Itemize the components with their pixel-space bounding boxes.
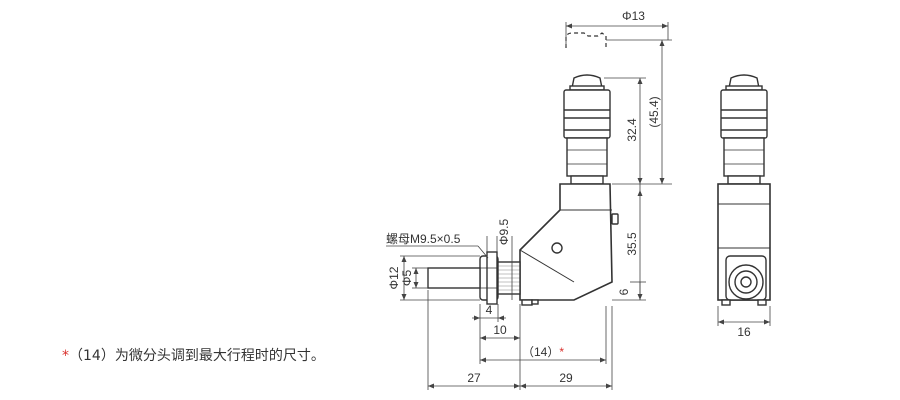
dim-left-len: 27 xyxy=(467,371,481,385)
dim-width-side: 16 xyxy=(737,325,751,339)
micrometer-sleeve xyxy=(566,137,608,177)
dim-overall-height: (45.4) xyxy=(647,96,661,127)
dim-stub-len: 10 xyxy=(493,323,507,337)
dim-offset: 6 xyxy=(617,288,631,295)
footnote-text: （14）为微分头调到最大行程时的尺寸。 xyxy=(69,348,325,364)
dim-body-height: 35.5 xyxy=(625,232,639,256)
side-view xyxy=(717,74,771,306)
dim-dia-top: Φ13 xyxy=(622,9,645,23)
dim-dia-inner: Φ5 xyxy=(400,270,414,287)
footnote-star: * xyxy=(62,348,69,364)
nut-label: 螺母M9.5×0.5 xyxy=(386,232,461,246)
dim-nut-width: 4 xyxy=(486,303,493,317)
dim-dia-nut: Φ9.5 xyxy=(497,219,511,246)
front-view xyxy=(427,32,619,306)
dim-micrometer-height: 32.4 xyxy=(625,118,639,142)
micrometer-thimble xyxy=(563,89,611,139)
lock-screw xyxy=(551,242,563,254)
dim-stroke: （14）* xyxy=(522,345,564,359)
dim-stroke-value: （14） xyxy=(522,345,559,359)
dim-stroke-star: * xyxy=(559,345,564,359)
spindle-tip xyxy=(571,74,603,89)
dim-dia-outer: Φ12 xyxy=(387,266,401,289)
output-shaft xyxy=(427,267,481,289)
extended-spindle-outline xyxy=(565,32,607,48)
footnote: *（14）为微分头调到最大行程时的尺寸。 xyxy=(62,345,325,365)
dim-right-len: 29 xyxy=(559,371,573,385)
angle-body xyxy=(519,183,613,301)
